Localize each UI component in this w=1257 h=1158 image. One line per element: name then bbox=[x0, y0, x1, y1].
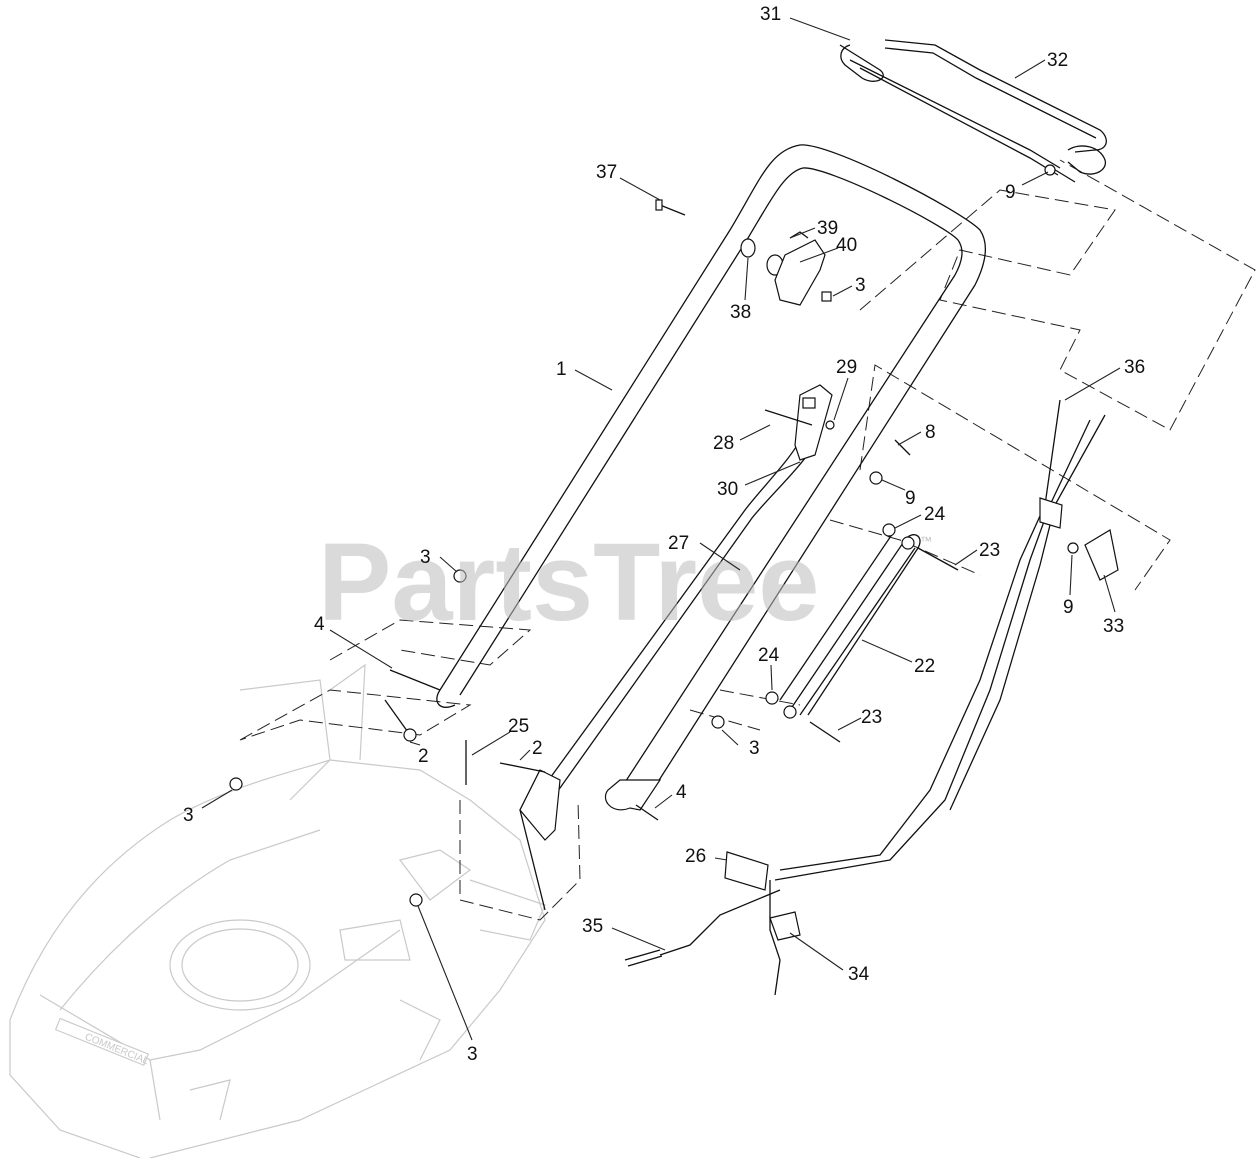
watermark-trademark: ™ bbox=[920, 534, 932, 548]
callout-3: 3 bbox=[420, 547, 431, 568]
callout-24: 24 bbox=[758, 645, 780, 666]
callout-4: 4 bbox=[314, 614, 325, 635]
callouts: 31 32 9 37 39 40 3 38 36 1 29 8 28 9 30 … bbox=[183, 4, 1145, 1065]
callout-32: 32 bbox=[1047, 50, 1068, 71]
callout-9: 9 bbox=[1063, 597, 1074, 618]
callout-3: 3 bbox=[749, 738, 760, 759]
callout-1: 1 bbox=[556, 359, 567, 380]
callout-22: 22 bbox=[914, 656, 935, 677]
callout-8: 8 bbox=[925, 422, 936, 443]
mower-deck: COMMERCIAL bbox=[9, 663, 546, 1158]
callout-39: 39 bbox=[817, 218, 838, 239]
callout-33: 33 bbox=[1103, 616, 1124, 637]
callout-2: 2 bbox=[532, 738, 543, 759]
bail-bracket bbox=[655, 199, 832, 306]
callout-27: 27 bbox=[668, 533, 689, 554]
lower-handle-links bbox=[519, 429, 921, 911]
callout-29: 29 bbox=[836, 357, 857, 378]
callout-9: 9 bbox=[1005, 182, 1016, 203]
callout-26: 26 bbox=[685, 846, 706, 867]
cable-assembly bbox=[624, 399, 1119, 996]
upper-handle bbox=[436, 144, 987, 811]
callout-3: 3 bbox=[855, 275, 866, 296]
callout-38: 38 bbox=[730, 302, 751, 323]
callout-30: 30 bbox=[717, 479, 738, 500]
callout-40: 40 bbox=[836, 235, 857, 256]
callout-37: 37 bbox=[596, 162, 617, 183]
leader-lines bbox=[201, 17, 1121, 1041]
callout-9: 9 bbox=[905, 488, 916, 509]
callout-4: 4 bbox=[676, 782, 687, 803]
fasteners bbox=[229, 164, 1079, 907]
callout-2: 2 bbox=[418, 746, 429, 767]
lever-bracket bbox=[764, 384, 835, 461]
callout-25: 25 bbox=[508, 716, 529, 737]
callout-23: 23 bbox=[979, 540, 1000, 561]
callout-24: 24 bbox=[924, 504, 946, 525]
callout-36: 36 bbox=[1124, 357, 1145, 378]
callout-34: 34 bbox=[848, 964, 870, 985]
watermark-text: PartsTree bbox=[318, 521, 819, 644]
callout-28: 28 bbox=[713, 433, 734, 454]
deck-brand-label: COMMERCIAL bbox=[83, 1032, 150, 1068]
callout-31: 31 bbox=[760, 4, 781, 25]
callout-23: 23 bbox=[861, 707, 882, 728]
callout-35: 35 bbox=[582, 916, 603, 937]
callout-3: 3 bbox=[467, 1044, 478, 1065]
callout-3: 3 bbox=[183, 805, 194, 826]
